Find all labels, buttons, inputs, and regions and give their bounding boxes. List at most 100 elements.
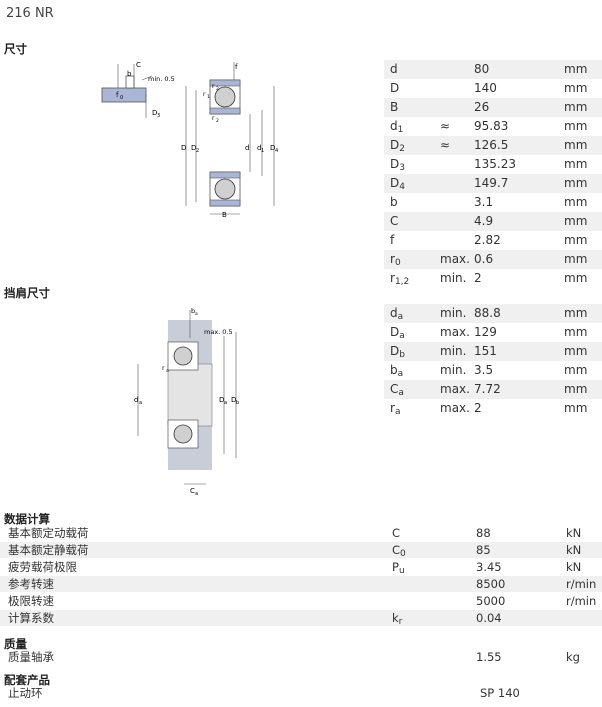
label-r2-top: r <box>212 83 215 90</box>
param-symbol: f <box>390 233 395 247</box>
param-unit: mm <box>564 271 588 285</box>
label-Da-sub: a <box>224 400 227 406</box>
param-qualifier: max. <box>440 325 470 339</box>
label-f: f <box>235 63 238 71</box>
label-Db-sub: b <box>236 400 239 406</box>
label-Db: D <box>231 396 236 404</box>
param-unit: mm <box>564 344 588 358</box>
param-unit: mm <box>564 62 588 76</box>
param-qualifier: ≈ <box>440 119 451 133</box>
bearing-cross-section-diagram: f r 2 r 1 r 2 D D 2 d d 1 D 4 B <box>181 62 278 219</box>
param-symbol: D <box>390 176 400 190</box>
param-symbol: d <box>390 62 398 76</box>
param-qualifier: min. <box>440 363 467 377</box>
param-unit: mm <box>564 157 588 171</box>
label-r1: r <box>203 91 206 98</box>
param-qualifier: min. <box>440 271 467 285</box>
label-f0: f <box>116 91 119 99</box>
param-qualifier: min. <box>440 344 467 358</box>
calc-unit: kN <box>566 526 582 540</box>
param-value: 135.23 <box>474 157 516 171</box>
param-symbol-group: D3 <box>390 155 405 178</box>
param-subscript: 0 <box>394 258 401 268</box>
param-subscript: a <box>397 369 404 379</box>
param-subscript: b <box>399 350 405 360</box>
calc-label: 基本额定静载荷 <box>8 543 89 557</box>
calc-symbol-group: kr <box>392 610 402 630</box>
calc-value: 3.45 <box>476 560 502 574</box>
calc-symbol: C <box>392 543 401 557</box>
calc-symbol-group: Pu <box>392 559 405 579</box>
accessory-link[interactable]: SP 140 <box>480 686 520 700</box>
label-d: d <box>245 144 249 152</box>
label-D: D <box>181 144 186 152</box>
param-subscript: 4 <box>399 182 405 192</box>
param-symbol-group: B <box>390 98 398 121</box>
param-symbol-group: ra <box>390 399 400 422</box>
calc-unit: r/min <box>566 577 597 591</box>
calc-row: 极限转速 5000 r/min <box>0 593 602 609</box>
param-symbol-group: d <box>390 60 398 83</box>
param-symbol: r <box>390 271 395 285</box>
param-unit: mm <box>564 214 588 228</box>
calc-label: 参考转速 <box>8 577 54 591</box>
param-value: 126.5 <box>474 138 509 152</box>
param-unit: mm <box>564 176 588 190</box>
label-r2-top-sub: 2 <box>216 86 219 92</box>
param-subscript: 2 <box>399 144 405 154</box>
param-symbol-group: da <box>390 304 403 327</box>
param-qualifier: max. <box>440 401 470 415</box>
param-symbol-group: D <box>390 79 399 102</box>
section-abutment: 挡肩尺寸 <box>4 286 50 300</box>
param-value: 4.9 <box>474 214 494 228</box>
label-D3-sub: 3 <box>157 113 160 119</box>
param-value: 140 <box>474 81 497 95</box>
param-unit: mm <box>564 401 588 415</box>
label-ra-sub: a <box>166 369 169 374</box>
param-value: 149.7 <box>474 176 509 190</box>
param-symbol: D <box>390 325 400 339</box>
calc-label: 极限转速 <box>8 594 54 608</box>
param-symbol: B <box>390 100 399 114</box>
param-symbol-group: b <box>390 193 398 216</box>
mass-value: 1.55 <box>476 650 502 664</box>
param-symbol: b <box>390 195 398 209</box>
calc-symbol: k <box>392 611 399 625</box>
param-symbol-group: ba <box>390 361 403 384</box>
param-value: 3.5 <box>474 363 494 377</box>
param-value: 95.83 <box>474 119 509 133</box>
label-r2: r <box>212 115 215 122</box>
param-symbol: r <box>390 401 395 415</box>
label-D3: D <box>152 109 157 117</box>
param-symbol-group: C <box>390 212 398 235</box>
mass-row: 质量轴承 1.55 kg <box>0 649 602 665</box>
calc-subscript: r <box>398 617 403 627</box>
accessory-row: 止动环 SP 140 <box>0 685 602 701</box>
calc-value: 85 <box>476 543 491 557</box>
param-subscript: 1 <box>397 125 404 135</box>
page-title: 216 NR <box>6 6 54 21</box>
param-symbol: D <box>390 157 400 171</box>
calc-value: 5000 <box>476 594 506 608</box>
param-value: 2.82 <box>474 233 501 247</box>
calc-value: 88 <box>476 526 491 540</box>
param-row: D4 149.7 mm <box>384 174 602 193</box>
param-unit: mm <box>564 233 588 247</box>
label-da: d <box>134 396 138 404</box>
section-calc: 数据计算 <box>4 512 50 526</box>
param-symbol: b <box>390 363 398 377</box>
param-qualifier: min. <box>440 306 467 320</box>
calc-unit: r/min <box>566 594 597 608</box>
